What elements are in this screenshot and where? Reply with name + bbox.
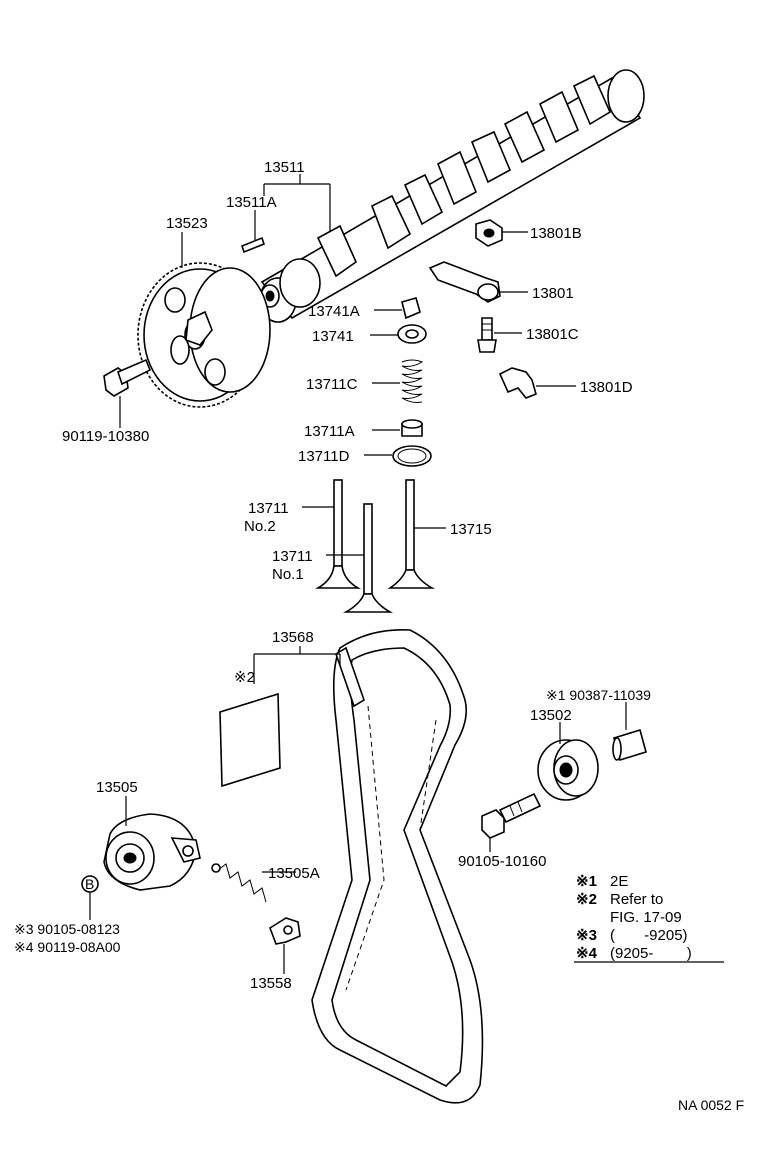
label-tensioner: 13505 [96, 779, 138, 796]
label-valve-stem-seal: 13711A [304, 423, 355, 440]
clip-13801d [498, 367, 537, 399]
legend: ※1 2E ※2 Refer to FIG. 17-09 ※3 ( -9205)… [574, 873, 724, 963]
camshaft-pin [241, 236, 265, 254]
legend-text-3: ( -9205) [610, 927, 688, 944]
legend-text-2: Refer to [610, 891, 663, 908]
label-valve-no2: 13711 [248, 500, 289, 517]
timing-belt [311, 629, 484, 1104]
label-idler-pulley: 13502 [530, 707, 572, 724]
belt-note-card [219, 692, 281, 788]
idler-pulley [537, 739, 599, 801]
tensioner-bracket [269, 917, 301, 945]
legend-mark-3: ※3 [576, 927, 597, 944]
label-tensioner-bolt-a: ※3 90105-08123 [14, 921, 120, 937]
spring-retainer [397, 324, 427, 344]
label-belt-note-ref: ※2 [234, 669, 255, 686]
circle-mark-text: B [85, 876, 94, 892]
tensioner-spring [211, 863, 267, 903]
legend-text-4: (9205- ) [610, 945, 692, 962]
label-rocker-arm: 13801 [532, 285, 574, 302]
label-idler-bolt: 90105-10160 [458, 853, 546, 870]
valve-stem-seal [401, 419, 423, 437]
legend-text-1: 2E [610, 873, 628, 890]
label-timing-belt: 13568 [272, 629, 314, 646]
tensioner [103, 813, 201, 891]
valve-no1 [342, 503, 394, 613]
nut-13801b [475, 219, 503, 247]
label-tensioner-bracket: 13558 [250, 975, 292, 992]
label-valve-no2-sub: No.2 [244, 518, 276, 535]
legend-mark-1: ※1 [576, 873, 597, 890]
valve-spring [401, 359, 424, 403]
label-camshaft-pin: 13511A [226, 194, 277, 211]
label-valve-no1: 13711 [272, 548, 313, 565]
label-valve-no1-sub: No.1 [272, 566, 304, 583]
label-adjust-screw: 13801C [526, 326, 579, 343]
leader-lines [89, 174, 627, 974]
label-spring-seat: 13711D [298, 448, 350, 465]
label-idler-collar: ※1 90387-11039 [546, 687, 651, 703]
label-camshaft: 13511 [264, 159, 305, 176]
label-tensioner-spring: 13505A [268, 865, 320, 882]
cam-pulley [137, 262, 271, 408]
idler-bolt [481, 792, 542, 839]
legend-mark-4: ※4 [576, 945, 598, 962]
tensioner-circle-mark: B [81, 875, 99, 893]
label-exhaust-valve: 13715 [450, 521, 492, 538]
label-cam-pulley: 13523 [166, 215, 208, 232]
camshaft [259, 69, 645, 323]
label-clip: 13801D [580, 379, 633, 396]
label-spring-retainer: 13741 [312, 328, 354, 345]
adjust-screw [477, 317, 497, 353]
rocker-arm [428, 261, 501, 303]
legend-mark-2: ※2 [576, 891, 597, 908]
label-tensioner-bolt-b: ※4 90119-08A00 [14, 939, 121, 955]
spring-seat [392, 445, 432, 467]
valve-no2 [314, 479, 362, 589]
label-cam-pulley-bolt: 90119-10380 [62, 428, 149, 445]
cam-pulley-bolt [103, 358, 152, 397]
label-nut: 13801B [530, 225, 582, 242]
valve-keeper [401, 297, 421, 320]
part-labels: 13511 13511A 13523 90119-10380 13801B 13… [14, 159, 744, 1113]
exhaust-valve [387, 479, 436, 589]
legend-text-2b: FIG. 17-09 [610, 909, 682, 926]
label-valve-spring: 13711C [306, 376, 358, 393]
idler-collar [612, 728, 647, 762]
label-valve-keeper: 13741A [308, 303, 360, 320]
figure-code: NA 0052 F [678, 1097, 744, 1113]
